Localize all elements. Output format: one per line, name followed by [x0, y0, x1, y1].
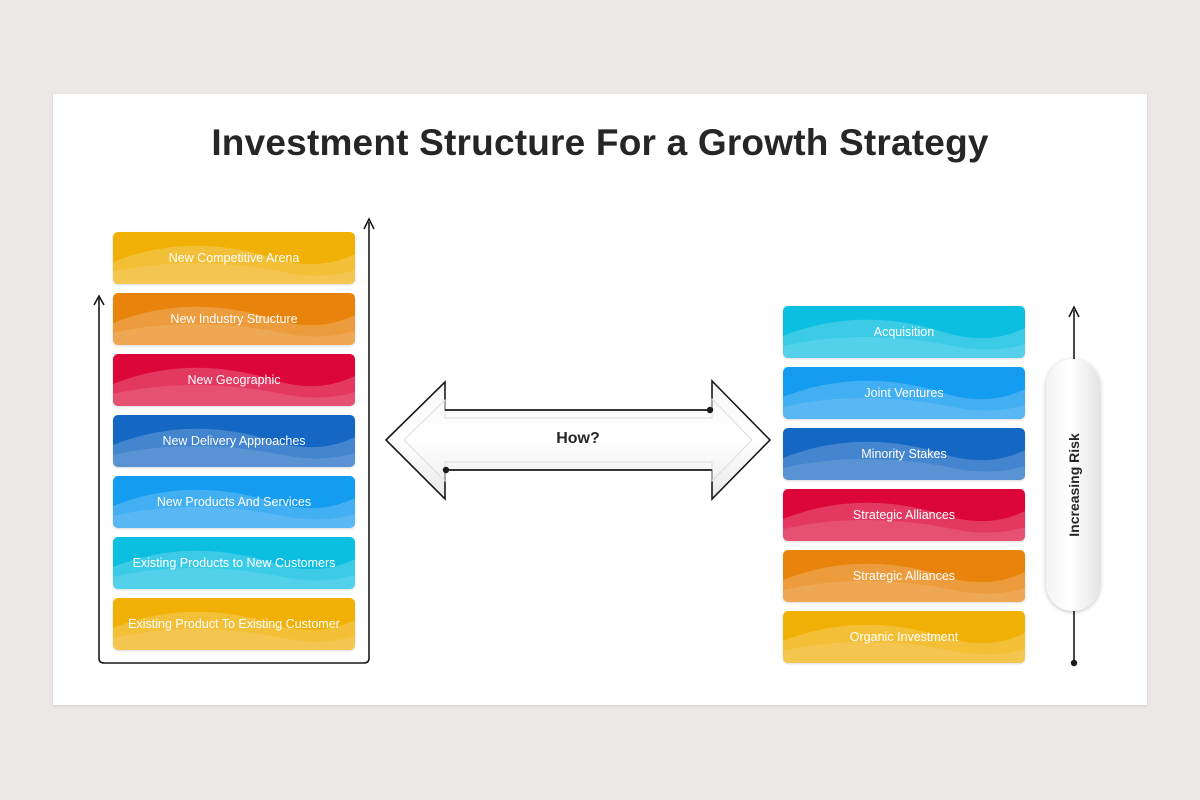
- card-wave-decoration: [783, 624, 1025, 663]
- right-stack-card: Strategic Alliances: [783, 489, 1025, 541]
- card-label: Joint Ventures: [864, 386, 944, 400]
- card-label: Minority Stakes: [861, 447, 947, 461]
- card-label: Strategic Alliances: [852, 569, 956, 583]
- risk-pill: [1046, 359, 1100, 611]
- right-stack-card: Joint Ventures: [783, 367, 1025, 419]
- right-stack-card: Organic Investment: [783, 611, 1025, 663]
- card-label: Acquisition: [873, 325, 935, 339]
- left-stack-card: Existing Product To Existing Customer: [113, 598, 355, 650]
- card-label: Existing Product To Existing Customer: [128, 617, 340, 631]
- card-label: New Competitive Arena: [168, 251, 300, 265]
- right-stack-card: Acquisition: [783, 306, 1025, 358]
- page-title: Investment Structure For a Growth Strate…: [211, 122, 989, 163]
- card-wave-decoration: [783, 563, 1025, 602]
- left-stack-card: Existing Products to New Customers: [113, 537, 355, 589]
- card-label: Strategic Alliances: [852, 508, 956, 522]
- right-stack-card: Strategic Alliances: [783, 550, 1025, 602]
- risk-label: Increasing Risk: [1066, 433, 1082, 537]
- card-wave-decoration: [783, 380, 1025, 419]
- left-stack-card: New Industry Structure: [113, 293, 355, 345]
- card-wave-decoration: [783, 441, 1025, 480]
- card-wave-decoration: [783, 319, 1025, 358]
- left-stack-card: New Delivery Approaches: [113, 415, 355, 467]
- left-stack-card: New Products And Services: [113, 476, 355, 528]
- card-label: Organic Investment: [849, 630, 959, 644]
- card-label: New Delivery Approaches: [162, 434, 306, 448]
- left-stack-card: New Competitive Arena: [113, 232, 355, 284]
- card-label: Existing Products to New Customers: [132, 556, 336, 570]
- card-wave-decoration: [783, 502, 1025, 541]
- card-label: New Products And Services: [156, 495, 312, 509]
- how-label: How?: [556, 430, 600, 447]
- card-label: New Geographic: [187, 373, 281, 387]
- card-label: New Industry Structure: [170, 312, 298, 326]
- right-stack-card: Minority Stakes: [783, 428, 1025, 480]
- left-stack-card: New Geographic: [113, 354, 355, 406]
